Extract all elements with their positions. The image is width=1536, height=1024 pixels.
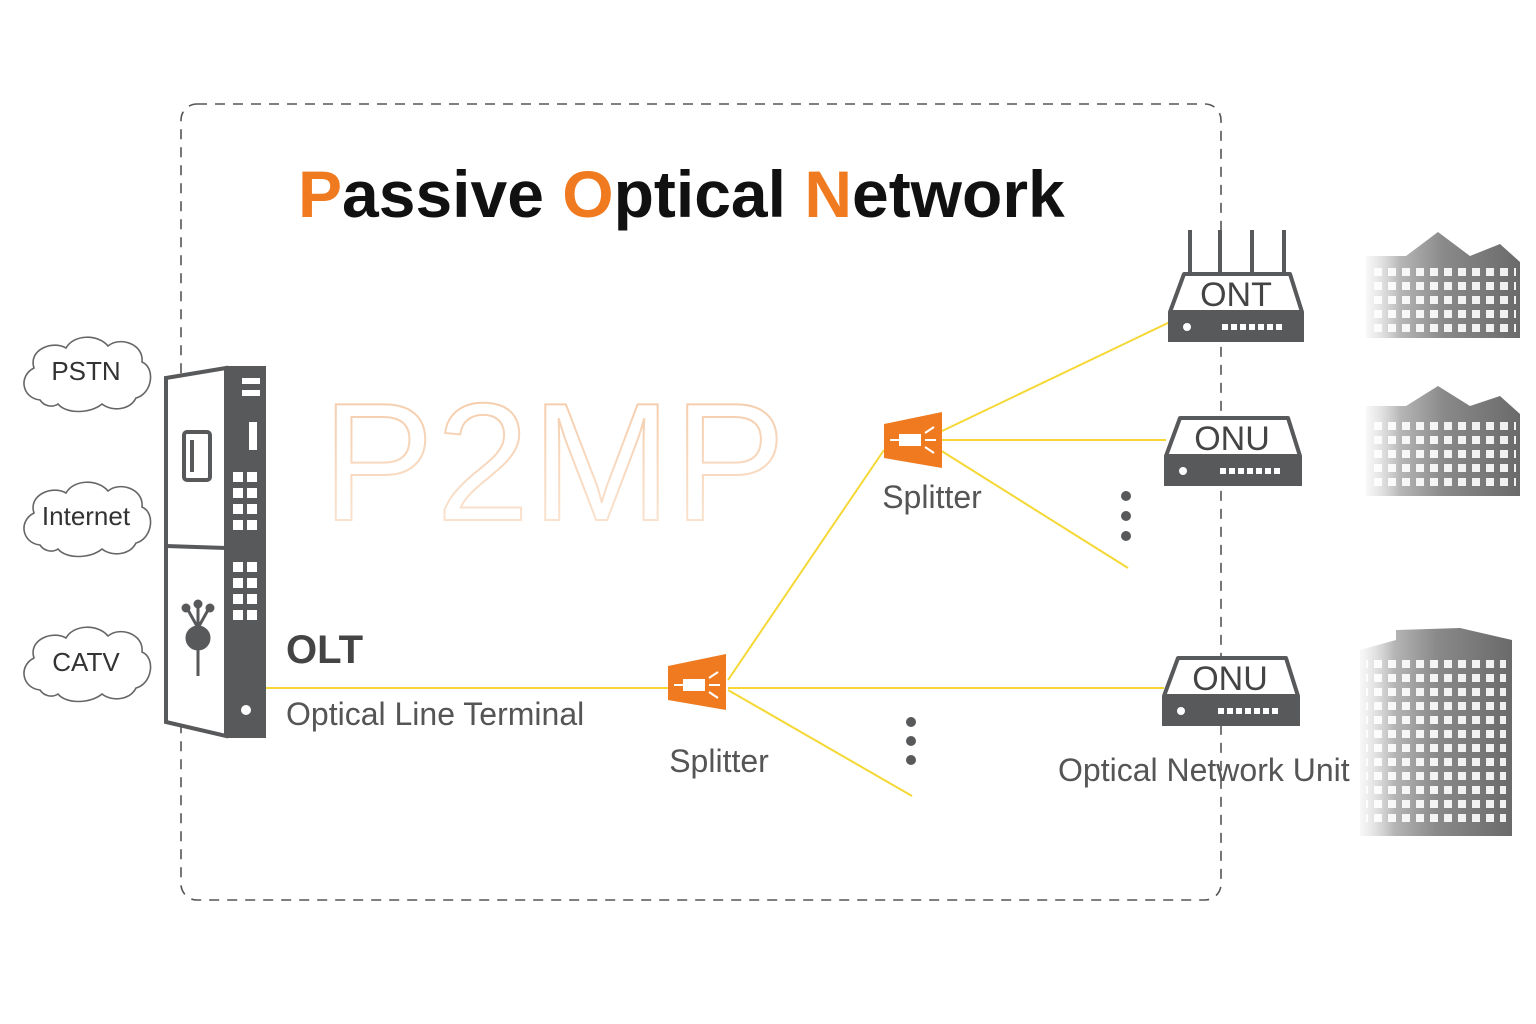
- olt-full-label: Optical Line Terminal: [286, 696, 584, 732]
- fiber-splitter-to-ont: [939, 321, 1171, 433]
- splitter-icon: [884, 412, 942, 468]
- title-p-initial: P: [298, 157, 342, 231]
- pon-boundary: [180, 103, 1222, 901]
- page-title: Passive Optical Network: [298, 157, 1065, 231]
- building-icon: [1352, 624, 1522, 840]
- onu-label: ONU: [1194, 420, 1270, 458]
- fiber-splitter-to-splitter: [727, 449, 885, 681]
- cloud-icon: [23, 336, 152, 413]
- title-o-rest: ptical: [614, 157, 786, 231]
- router-icon: [1168, 230, 1304, 342]
- title-p-rest: assive: [342, 157, 544, 231]
- onu-label: ONU: [1192, 660, 1268, 698]
- ellipsis-icon: [906, 717, 916, 765]
- splitter-icon: [668, 654, 726, 710]
- service-cloud-pstn: PSTN: [23, 336, 152, 413]
- splitter-bottom: Splitter: [668, 654, 769, 779]
- olt-rack-icon: [164, 365, 266, 739]
- fiber-lines: [264, 321, 1171, 797]
- antenna-icon: [181, 599, 215, 676]
- router-icon: [1164, 416, 1302, 486]
- service-cloud-internet: Internet: [23, 481, 152, 558]
- title-n-rest: etwork: [852, 157, 1065, 231]
- cloud-icon: [23, 626, 152, 703]
- splitter-label: Splitter: [882, 479, 982, 515]
- building-icon: [1358, 230, 1528, 342]
- building-icon: [1358, 382, 1528, 500]
- ont-device: ONT: [1168, 230, 1304, 342]
- onu-top-device: ONU: [1164, 416, 1302, 486]
- splitter-label: Splitter: [669, 743, 769, 779]
- splitter-top: Splitter: [882, 412, 982, 515]
- cloud-icon: [23, 481, 152, 558]
- ellipsis-icon: [1121, 491, 1131, 541]
- onu-bottom-device: ONU: [1162, 656, 1300, 726]
- phone-icon: [182, 430, 212, 482]
- ont-label: ONT: [1200, 276, 1272, 314]
- service-label: PSTN: [51, 356, 120, 386]
- service-label: Internet: [42, 501, 131, 531]
- fiber-splitter-to-branch-bottom: [727, 689, 913, 797]
- title-n-initial: N: [804, 157, 852, 231]
- router-icon: [1162, 656, 1300, 726]
- p2mp-watermark: P2MP: [322, 368, 788, 556]
- service-cloud-catv: CATV: [23, 626, 152, 703]
- onu-full-label: Optical Network Unit: [1058, 752, 1350, 788]
- service-label: CATV: [52, 647, 120, 677]
- fiber-splitter-to-branch-top: [939, 449, 1129, 569]
- title-o-initial: O: [562, 157, 613, 231]
- olt-abbr-label: OLT: [286, 628, 363, 672]
